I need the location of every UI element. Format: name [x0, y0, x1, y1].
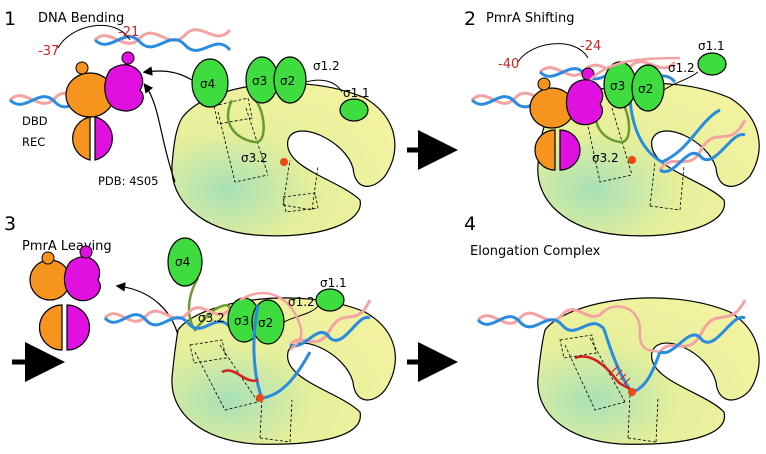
- sigma4-label: σ4: [200, 77, 215, 91]
- sigma32-loop: [187, 277, 229, 333]
- dna-helix: [476, 299, 747, 355]
- rna-dna-hybrid: [611, 365, 631, 385]
- panel-1: 1 DNA Bending σ4 σ3 σ2 σ1.2 σ1.1 σ3.2: [4, 8, 396, 237]
- active-site-dot: [256, 394, 264, 402]
- panel-2-title: PmrA Shifting: [486, 11, 575, 26]
- bend-arc: [57, 25, 131, 49]
- rna-transcript: [574, 355, 634, 393]
- panel-3-number: 3: [4, 213, 16, 235]
- active-site-dot: [628, 388, 636, 396]
- panel-3: 3 PmrA Leaving σ4: [4, 213, 396, 445]
- dashed-box: [213, 97, 253, 125]
- sigma11-domain: [339, 98, 369, 122]
- sigma32-loop: [226, 99, 265, 144]
- sigma-linker: [283, 305, 319, 323]
- sigma2-domain: [273, 56, 307, 104]
- dashed-channel: [584, 107, 633, 183]
- sigma-linker: [663, 71, 699, 91]
- active-site-dot: [280, 158, 288, 166]
- panel-4: 4 Elongation Complex: [464, 213, 760, 445]
- curved-arrow: [142, 66, 193, 81]
- sigma3-label: σ3: [610, 79, 625, 93]
- sigma2-label: σ2: [258, 316, 273, 330]
- pmra-complex: [65, 51, 144, 161]
- bend-arc: [517, 43, 589, 63]
- panel-1-number: 1: [4, 8, 16, 30]
- dashed-channel: [649, 161, 685, 211]
- active-site-dot: [628, 156, 636, 164]
- sigma2-label: σ2: [280, 74, 295, 88]
- rec-label: REC: [22, 135, 45, 149]
- sigma4-label: σ4: [175, 255, 190, 269]
- pmra-complex: [529, 67, 604, 171]
- panel-4-number: 4: [464, 213, 476, 235]
- sigma12-label: σ1.2: [288, 295, 315, 309]
- sigma11-label: σ1.1: [698, 39, 725, 53]
- position-minus40: -40: [498, 57, 519, 72]
- rna-transcript: [221, 369, 259, 383]
- sigma3-label: σ3: [234, 314, 249, 328]
- sigma2-domain: [631, 64, 665, 112]
- position-minus21: -21: [118, 25, 139, 40]
- sigma32-label: σ3.2: [241, 151, 268, 165]
- sigma32-label: σ3.2: [198, 311, 225, 325]
- nontemplate-strand: [589, 56, 681, 81]
- dashed-channel: [259, 397, 293, 443]
- sigma11-domain: [315, 288, 345, 312]
- pdb-label: PDB: 4S05: [98, 174, 158, 188]
- rnap-body: [537, 297, 760, 445]
- dashed-channel: [627, 394, 659, 443]
- sigma12-label: σ1.2: [668, 61, 695, 75]
- panel-3-title: PmrA Leaving: [22, 239, 112, 254]
- nontemplate-strand: [239, 291, 303, 351]
- position-minus24: -24: [580, 39, 601, 54]
- panel-2-number: 2: [464, 8, 476, 30]
- panel-1-title: DNA Bending: [38, 11, 124, 26]
- dashed-box: [559, 334, 597, 359]
- sigma11-label: σ1.1: [320, 276, 347, 290]
- sigma-linker: [305, 79, 343, 93]
- dashed-channel: [282, 159, 319, 211]
- dbd-label: DBD: [22, 114, 48, 128]
- sigma11-domain: [697, 52, 727, 76]
- pmra-complex: [29, 245, 101, 351]
- dna-template-strand: [628, 81, 721, 164]
- position-minus37: -37: [38, 44, 59, 59]
- sigma11-label: σ1.1: [343, 86, 370, 100]
- panel-4-title: Elongation Complex: [470, 244, 601, 259]
- rnap-body: [171, 297, 396, 445]
- sigma4-domain: [167, 237, 203, 287]
- sigma32-label: σ3.2: [592, 151, 619, 165]
- panel-2: 2 PmrA Shifting -40 -24: [464, 8, 760, 237]
- sigma4-domain: [191, 58, 229, 108]
- sigma2-label: σ2: [638, 82, 653, 96]
- curved-arrow: [143, 83, 176, 183]
- sigma3-label: σ3: [252, 74, 267, 88]
- dashed-box: [189, 339, 227, 364]
- sigma12-label: σ1.2: [313, 59, 340, 73]
- dashed-channel: [194, 344, 259, 411]
- dashed-box: [282, 192, 319, 213]
- dna-helix: [103, 299, 372, 348]
- nontemplate-strand: [603, 305, 661, 354]
